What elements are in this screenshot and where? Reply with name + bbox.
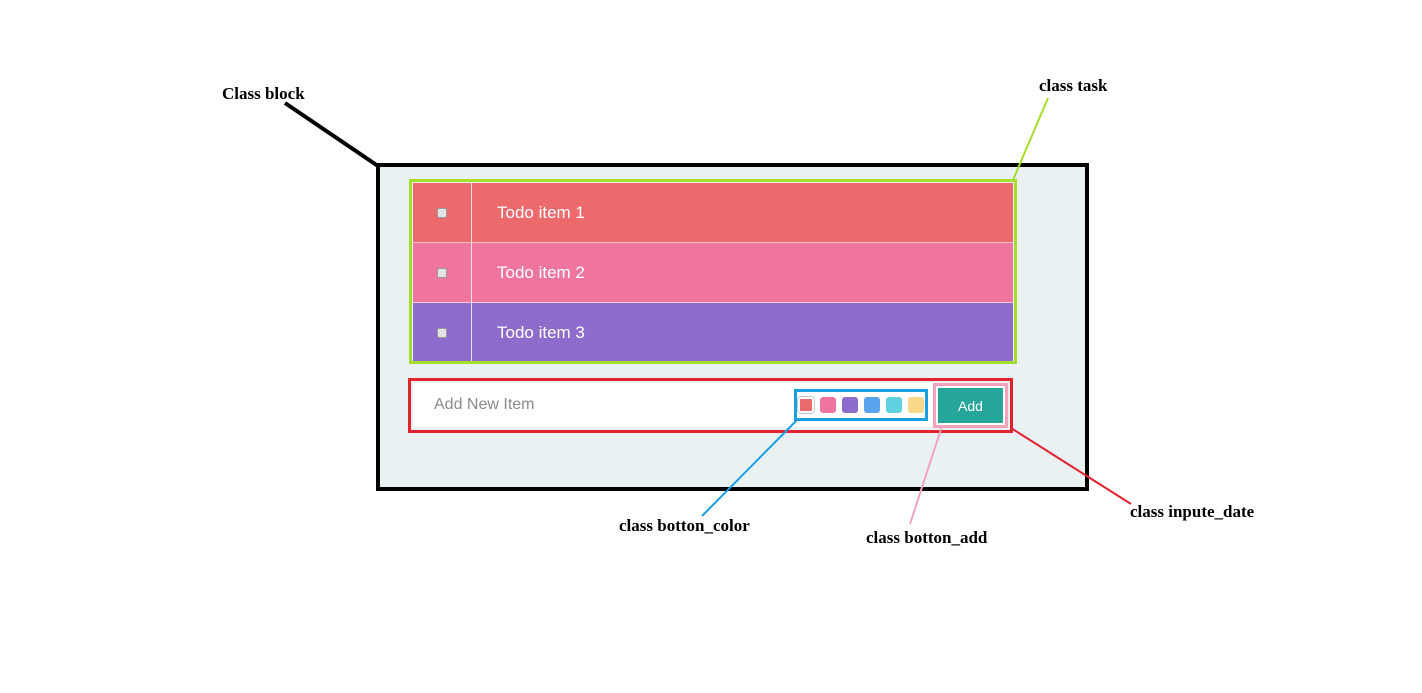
annotation-label-block: Class block [222, 84, 305, 103]
task-text: Todo item 3 [497, 322, 585, 342]
color-swatch-1[interactable] [798, 397, 814, 413]
color-swatch-3[interactable] [842, 397, 858, 413]
annotation-label-botton-color: class botton_color [619, 516, 750, 535]
task-item-2[interactable]: Todo item 2 [413, 243, 1013, 303]
task-checkbox[interactable] [437, 267, 447, 278]
task-check-cell [413, 303, 472, 362]
task-text: Todo item 1 [497, 202, 585, 222]
annotation-outline-botton-add [933, 383, 1008, 428]
annotation-label-task: class task [1039, 76, 1108, 95]
task-checkbox[interactable] [437, 327, 447, 338]
annotation-outline-task [409, 179, 1017, 364]
annotation-outline-botton-color [794, 389, 928, 421]
task-checkbox[interactable] [437, 207, 447, 218]
color-swatch-6[interactable] [908, 397, 924, 413]
leader-line-block [283, 101, 380, 168]
color-swatch-2[interactable] [820, 397, 836, 413]
task-item-1[interactable]: Todo item 1 [413, 183, 1013, 243]
color-picker [798, 397, 924, 413]
color-swatch-4[interactable] [864, 397, 880, 413]
annotation-label-inpute-date: class inpute_date [1130, 502, 1255, 521]
add-button[interactable]: Add [938, 388, 1003, 423]
color-swatch-5[interactable] [886, 397, 902, 413]
task-list: Todo item 1 Todo item 2 Todo item 3 [413, 183, 1013, 363]
task-check-cell [413, 183, 472, 242]
task-text: Todo item 2 [497, 262, 585, 282]
task-check-cell [413, 243, 472, 302]
annotation-label-botton-add: class botton_add [866, 528, 988, 547]
